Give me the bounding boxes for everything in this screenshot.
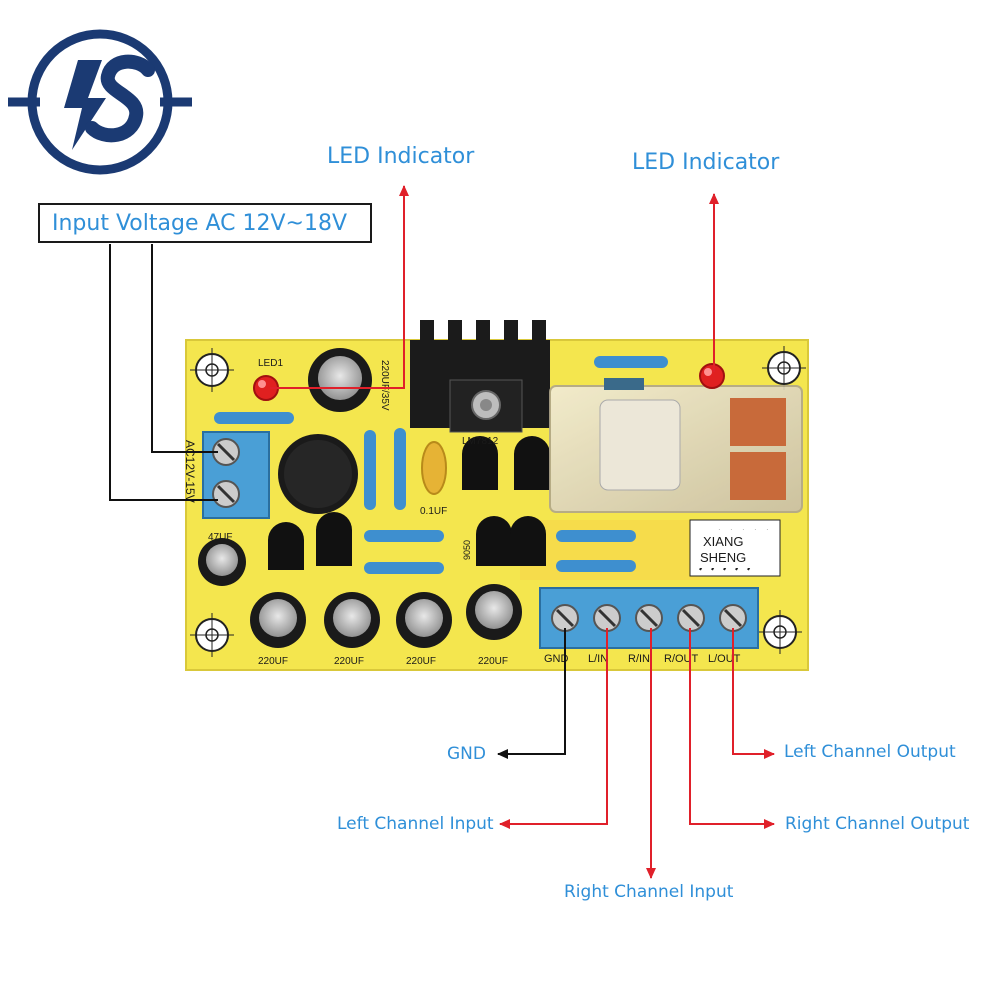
bridge-rectifier [278, 434, 358, 514]
film-capacitor [421, 441, 447, 495]
resistors [214, 356, 668, 574]
gnd-label: GND [447, 744, 486, 764]
mounting-holes [190, 346, 806, 657]
silkscreen: LED1 AC12V-15V 47UF LM7812 220UF/35V 0.1… [183, 358, 746, 667]
silk-film-cap: 0.1UF [420, 506, 447, 517]
silk-terminal-lout: L/OUT [708, 653, 741, 665]
transistors [268, 436, 550, 570]
relay [549, 378, 803, 513]
left-channel-input-label: Left Channel Input [337, 814, 494, 834]
silk-brand-line1: XIANG [703, 534, 743, 549]
led-indicator-right-label: LED Indicator [632, 150, 780, 175]
led-indicator-left-label: LED Indicator [327, 144, 475, 169]
led-right [699, 363, 725, 389]
right-channel-output-label: Right Channel Output [785, 814, 970, 834]
silk-terminal-rin: R/IN [628, 653, 650, 665]
left-channel-output-label: Left Channel Output [784, 742, 956, 762]
input-voltage-label: Input Voltage AC 12V~18V [52, 211, 348, 236]
silk-ac-input: AC12V-15V [183, 440, 197, 503]
callout-lines [109, 185, 775, 879]
silk-cap-label: 220UF [334, 656, 364, 667]
input-voltage-callout: Input Voltage AC 12V~18V [38, 203, 372, 243]
silk-cap-label: 220UF [478, 656, 508, 667]
silk-terminal-lin: L/IN [588, 653, 608, 665]
main-capacitor [308, 348, 372, 412]
silk-cap-main: 220UF/35V [379, 360, 390, 411]
silk-led1: LED1 [258, 358, 283, 369]
silk-brand-line2: SHENG [700, 550, 746, 565]
silk-terminal-gnd: GND [544, 653, 569, 665]
filter-capacitors [198, 538, 522, 648]
silk-terminal-rout: R/OUT [664, 653, 699, 665]
silk-cap-small: 47UF [208, 532, 232, 543]
heatsink-regulator [410, 320, 550, 433]
right-channel-input-label: Right Channel Input [564, 882, 734, 902]
silk-regulator: LM7812 [462, 436, 499, 447]
silk-cap-label: 220UF [258, 656, 288, 667]
silk-transistor: 9050 [462, 540, 472, 560]
audio-terminal-block [539, 587, 759, 649]
ac-input-terminal [202, 431, 270, 519]
silk-cap-label: 220UF [406, 656, 436, 667]
brand-logo [8, 29, 192, 175]
